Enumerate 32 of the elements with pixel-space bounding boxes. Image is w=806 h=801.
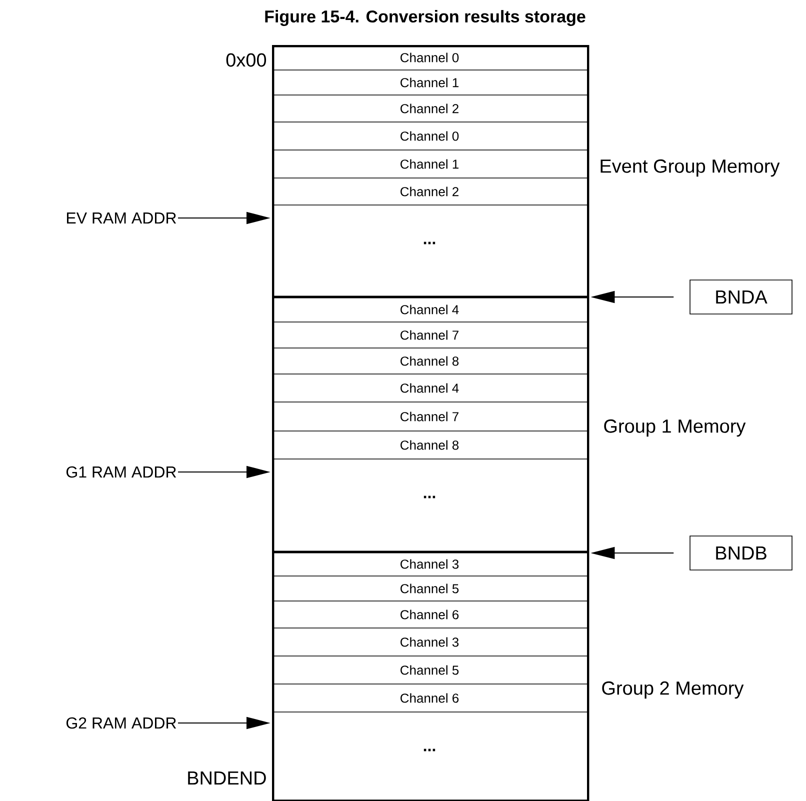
address-label: 0x00 [226,53,266,67]
memory-cell: Channel 0 [272,131,588,150]
memory-cell: Channel 3 [272,559,588,576]
memory-cell: Channel 5 [272,584,588,602]
region-label: Group 2 Memory [602,681,744,699]
memory-cell: Channel 0 [272,52,588,70]
memory-cell: Channel 1 [272,78,588,96]
pointer-label: EV RAM ADDR [67,212,176,224]
memory-cell: Channel 6 [272,610,588,628]
memory-cell: Channel 8 [272,440,588,460]
boundary-box: BNDB [690,536,792,570]
pointer-label: G2 RAM ADDR [66,717,176,729]
pointer-label: G1 RAM ADDR [66,466,176,478]
node-label: ... [424,242,436,244]
boundary-box: BNDA [690,280,792,314]
memory-cell: Channel 2 [272,104,588,122]
memory-cell: Channel 6 [272,693,588,712]
region-label: Event Group Memory [600,159,780,177]
memory-cell: Channel 8 [272,356,588,374]
memory-cell: Channel 4 [272,304,588,322]
node-label: ... [424,496,436,498]
figure-title: Figure 15-4. Conversion results storage [265,10,586,26]
memory-cell: Channel 3 [272,637,588,656]
memory-cell: Channel 7 [272,330,588,348]
memory-box [272,45,590,801]
memory-cell: Channel 1 [272,159,588,178]
memory-cell: Channel 2 [272,186,588,206]
memory-cell: Channel 5 [272,665,588,684]
memory-cell: Channel 4 [272,383,588,402]
memory-cell: ... [272,748,588,800]
region-label: Group 1 Memory [604,419,746,437]
memory-cell: Channel 7 [272,412,588,432]
